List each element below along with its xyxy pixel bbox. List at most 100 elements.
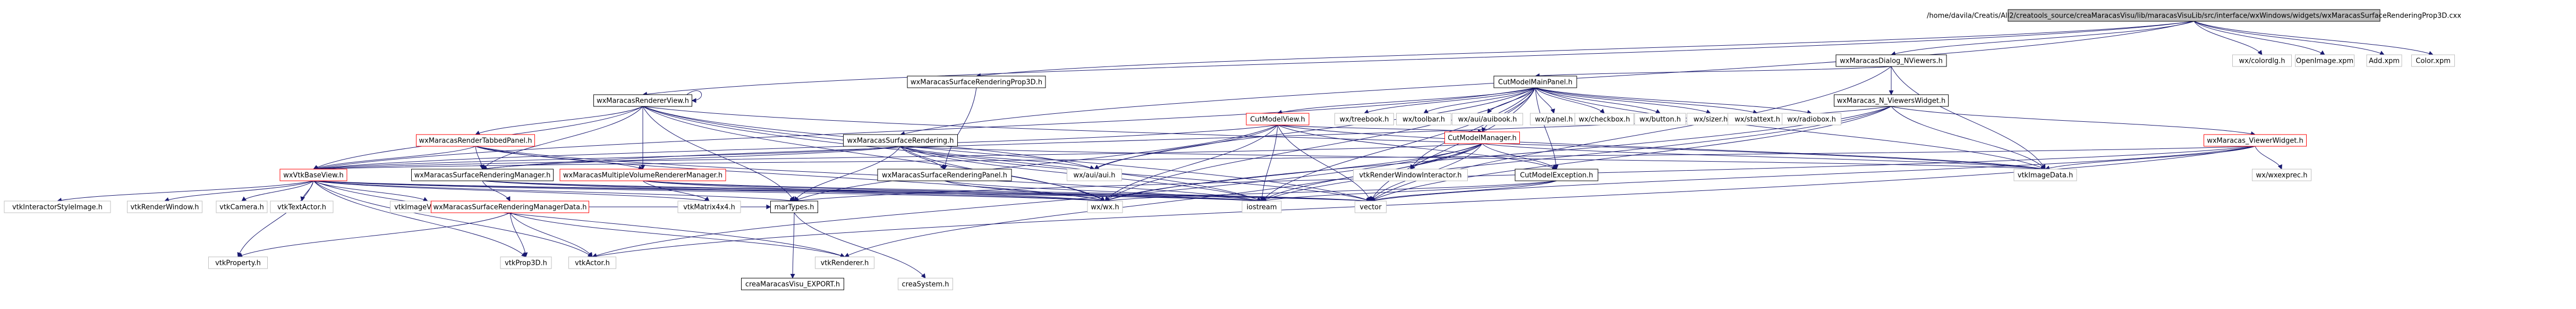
graph-node-srpanel[interactable]: wxMaracasSurfaceRenderingPanel.h [877,169,1012,181]
graph-node-label: vtkImageData.h [2018,172,2073,180]
graph-node-label: creaSystem.h [902,281,949,289]
graph-node-label: wxMaracasSurfaceRenderingPanel.h [882,172,1007,180]
graph-edge-surfrendering-to-vector [900,146,1371,202]
graph-node-box [127,201,202,213]
graph-node-label: wx/stattext.h [1735,116,1780,124]
graph-edge-viewerwidget-to-vector [1370,146,2256,203]
graph-node-button: wx/button.h [1634,113,1686,126]
graph-edge-cutmain-to-panel [1535,87,1555,114]
graph-node-export[interactable]: creaMaracasVisu_EXPORT.h [741,278,844,290]
graph-node-box [907,76,1046,88]
graph-edge-cutexception-to-iostream [1261,180,1557,203]
graph-node-srmanager[interactable]: wxMaracasSurfaceRenderingManager.h [411,169,554,181]
graph-node-box [815,256,874,269]
graph-node-rwi: vtkRenderWindowInteractor.h [1353,169,1468,181]
graph-node-box [2204,134,2307,147]
graph-node-imagedata: vtkImageData.h [2013,169,2077,181]
graph-node-box [2411,54,2455,67]
graph-node-rendererview[interactable]: wxMaracasRendererView.h [593,94,692,107]
graph-node-label: wx/aui/auibook.h [1458,116,1517,124]
graph-edge-martypes-to-creasystem [794,212,926,279]
graph-node-wxexprec: wx/wxexprec.h [2252,169,2311,181]
graph-node-box [770,201,818,213]
graph-node-panel: wx/panel.h [1530,113,1578,126]
graph-node-cutmanager[interactable]: CutModelManager.h [1444,131,1520,144]
graph-node-label: wxMaracasSurfaceRenderingManager.h [414,172,551,180]
graph-edge-root-to-srp3d [976,21,2195,78]
graph-node-box [2295,54,2354,67]
graph-edge-vtkbaseview-to-wxwx [313,180,1106,203]
graph-edge-tabbed-to-iostream [475,146,1262,203]
graph-node-martypes[interactable]: marTypes.h [770,201,818,213]
graph-node-dialog[interactable]: wxMaracasDialog_NViewers.h [1835,54,1947,67]
graph-node-label: vtkProperty.h [215,260,261,268]
graph-edge-root-to-dialog [1891,21,2195,56]
graph-node-label: CutModelView.h [1250,116,1305,124]
graph-edge-cutmodelview-to-wxaui [1094,124,1278,170]
graph-node-label: vtkProp3D.h [505,260,547,268]
graph-node-label: wxMaracasDialog_NViewers.h [1840,57,1943,65]
graph-node-box [216,201,268,213]
graph-node-label: creaMaracasVisu_EXPORT.h [745,281,840,289]
graph-node-root[interactable]: /home/davila/Creatis/All2/creatools_sour… [1927,9,2461,22]
graph-node-box [1242,201,1282,213]
graph-node-renderwindow: vtkRenderWindow.h [127,201,202,213]
graph-node-box [208,256,268,269]
graph-node-label: wxMaracas_ViewerWidget.h [2207,137,2303,145]
graph-node-box [568,256,616,269]
graph-node-cutmodelview[interactable]: CutModelView.h [1246,113,1310,126]
graph-node-label: vtkMatrix4x4.h [683,204,735,212]
graph-node-box [877,169,1012,181]
graph-node-box [2366,54,2402,67]
graph-node-label: iostream [1246,204,1277,212]
graph-node-surfrendering[interactable]: wxMaracasSurfaceRendering.h [843,134,958,147]
graph-node-label: OpenImage.xpm [2296,57,2353,65]
graph-edge-cutmain-to-iostream [1261,87,1536,202]
graph-node-box [1452,113,1523,126]
graph-node-box [1493,76,1577,88]
graph-node-cutmain[interactable]: CutModelMainPanel.h [1493,76,1577,88]
graph-edge-root-to-colorxpm [2194,21,2434,56]
graph-node-prop3d: vtkProp3D.h [500,256,552,269]
graph-node-vtkbaseview[interactable]: wxVtkBaseView.h [279,169,347,181]
graph-node-cutexception[interactable]: CutModelException.h [1515,169,1599,181]
graph-edge-cutmodelview-to-vtkbaseview [313,124,1278,171]
graph-edge-viewerwidget-to-imagedata [2045,146,2256,171]
graph-node-srp3d[interactable]: wxMaracasSurfaceRenderingProp3D.h [907,76,1046,88]
graph-node-viewerwidget[interactable]: wxMaracas_ViewerWidget.h [2204,134,2307,147]
graph-node-label: vtkActor.h [575,260,610,268]
graph-node-tabbed[interactable]: wxMaracasRenderTabbedPanel.h [416,134,535,147]
graph-node-box [593,94,692,107]
graph-edge-vtkbaseview-to-prop3d [313,180,526,257]
graph-node-box [1444,131,1520,144]
graph-edge-cutmodelview-to-imagedata [1277,124,2046,171]
graph-node-box [1396,113,1451,126]
graph-node-toolbar: wx/toolbar.h [1396,113,1451,126]
graph-edge-root-to-rendererview [642,21,2195,97]
graph-edge-vtkbaseview-to-renderer [313,180,845,258]
graph-node-radiobox: wx/radiobox.h [1782,113,1841,126]
graph-edge-surfrendering-to-martypes [794,146,901,202]
graph-node-label: wx/wxexprec.h [2256,172,2308,180]
graph-node-box [1355,201,1387,213]
graph-edge-cutmanager-to-imagedata [1482,143,2046,171]
graph-node-label: vtkRenderer.h [821,260,869,268]
graph-edge-srmanager-to-vector [482,180,1371,204]
graph-node-box [270,201,334,213]
graph-edge-cutmain-to-toolbar [1423,87,1536,114]
graph-edge-vtkbaseview-to-property [237,180,314,257]
graph-edge-martypes-to-export [790,212,795,279]
graph-node-label: wx/aui/aui.h [1073,172,1115,180]
graph-edge-srmdata-to-actor [509,212,593,257]
graph-edge-tabbed-to-multivol [475,146,643,170]
graph-node-srmdata[interactable]: wxMaracasSurfaceRenderingManagerData.h [431,201,589,213]
graph-node-nviewers[interactable]: wxMaracas_N_ViewersWidget.h [1834,94,1949,107]
graph-node-box [898,278,953,290]
graph-node-box [843,134,958,147]
graph-edge-vtkbaseview-to-martypes [313,180,795,203]
edge-layer [57,21,2434,279]
graph-node-multivol[interactable]: wxMaracasMultipleVolumeRendererManager.h [559,169,726,181]
graph-node-box [500,256,552,269]
graph-node-renderer: vtkRenderer.h [815,256,874,269]
graph-node-iostream: iostream [1242,201,1282,213]
